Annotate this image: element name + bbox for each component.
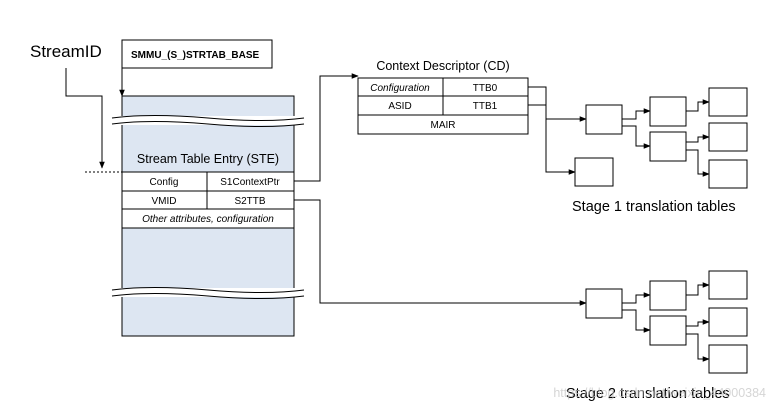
ste-vmid: VMID (152, 196, 177, 207)
stream-table-break-top (111, 115, 305, 127)
stage1-arrows (528, 86, 710, 177)
cd-title: Context Descriptor (CD) (376, 59, 509, 73)
cd-ttb0: TTB0 (473, 83, 498, 94)
watermark: https://blog.csdn.net/weixin_44000384 (553, 386, 766, 400)
ste-s1contextptr: S1ContextPtr (220, 177, 280, 188)
stream-table-break-bottom (111, 287, 305, 299)
cd-ttb1: TTB1 (473, 101, 498, 112)
ste-other-attributes: Other attributes, configuration (142, 214, 274, 225)
ste-config: Config (150, 177, 179, 188)
stage2-arrows (622, 282, 710, 362)
stream-id-arrow (65, 68, 105, 169)
cd-configuration: Configuration (370, 83, 430, 94)
strtab-base-box (121, 39, 273, 69)
s1contextptr-arrow (294, 73, 359, 182)
ste-s2ttb: S2TTB (234, 196, 265, 207)
stream-id-label: StreamID (30, 42, 102, 61)
strtab-base-label: SMMU_(S_)STRTAB_BASE (131, 50, 259, 61)
cd-mair: MAIR (431, 120, 456, 131)
s2ttb-arrow (294, 199, 587, 306)
stage1-label: Stage 1 translation tables (572, 199, 736, 215)
ste-title: Stream Table Entry (STE) (137, 152, 279, 166)
stage2-translation-tables (585, 270, 748, 374)
stage1-translation-tables (574, 87, 748, 189)
cd-asid: ASID (388, 101, 411, 112)
stage2-label: Stage 2 translation tables (566, 386, 730, 402)
